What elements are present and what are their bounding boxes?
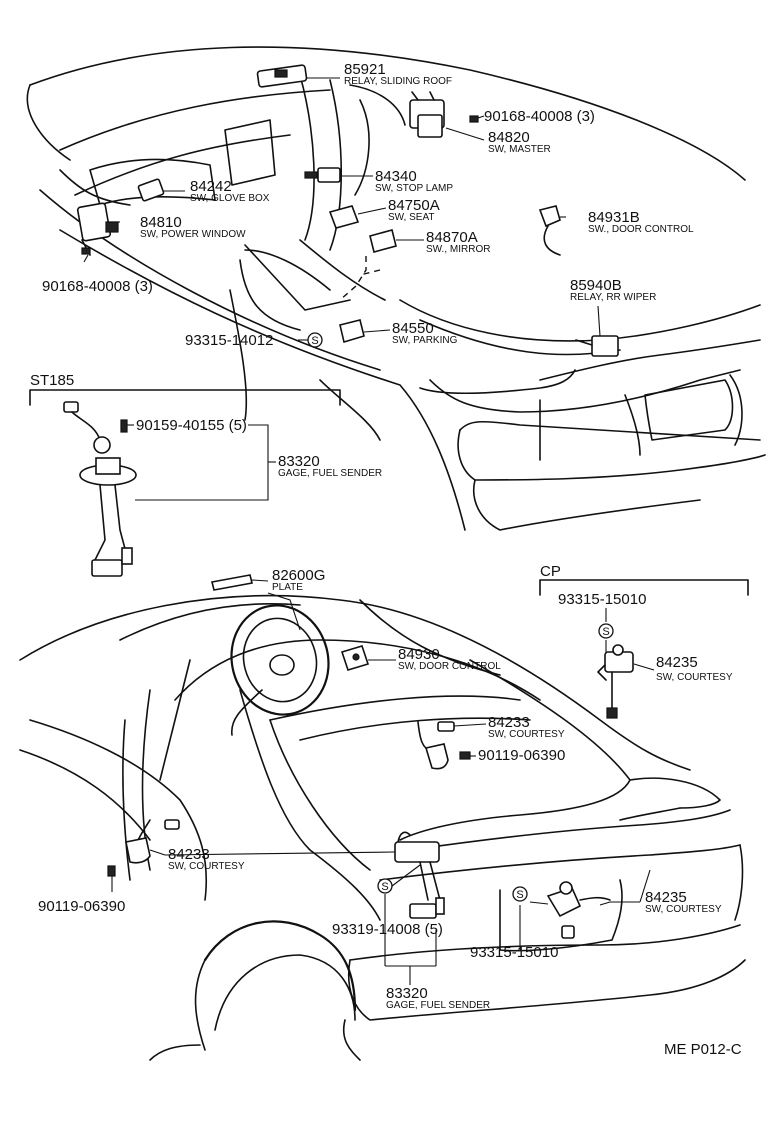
part-93319-number: 93319-14008 (5) bbox=[332, 921, 443, 938]
part-84820-name: SW, MASTER bbox=[488, 144, 551, 155]
part-93315-15010-a-number: 93315-15010 bbox=[558, 591, 646, 608]
part-84930-number: 84930 bbox=[398, 646, 440, 663]
part-83320-number: 83320 bbox=[278, 453, 320, 470]
cp-group bbox=[539, 579, 749, 719]
part-84242-number: 84242 bbox=[190, 178, 232, 195]
part-84235-b-number: 84235 bbox=[645, 889, 687, 906]
symbol-s-14012: S bbox=[307, 332, 323, 348]
part-84750A-number: 84750A bbox=[388, 197, 440, 214]
part-84870A-name: SW., MIRROR bbox=[426, 244, 490, 255]
part-84235-b-name: SW, COURTESY bbox=[645, 904, 722, 915]
bottom-car-drawing bbox=[19, 594, 746, 1061]
svg-text:S: S bbox=[381, 881, 388, 893]
top-leaders bbox=[83, 77, 601, 341]
top-part-shapes bbox=[76, 64, 619, 357]
part-90168-a-number: 90168-40008 (3) bbox=[484, 108, 595, 125]
part-84870A-number: 84870A bbox=[426, 229, 478, 246]
part-85940B-name: RELAY, RR WIPER bbox=[570, 292, 656, 303]
part-84810-name: SW, POWER WINDOW bbox=[140, 229, 246, 240]
symbol-s-cp: S bbox=[598, 623, 614, 639]
part-84931B-number: 84931B bbox=[588, 209, 640, 226]
svg-text:S: S bbox=[516, 889, 523, 901]
part-83320b-name: GAGE, FUEL SENDER bbox=[386, 1000, 490, 1011]
part-84930-name: SW, DOOR CONTROL bbox=[398, 661, 501, 672]
svg-text:S: S bbox=[311, 335, 318, 347]
footer-code: ME P012-C bbox=[664, 1041, 742, 1058]
part-90119-b-number: 90119-06390 bbox=[38, 898, 125, 915]
part-84233-b-number: 84233 bbox=[168, 846, 210, 863]
part-82600G-name: PLATE bbox=[272, 582, 303, 593]
symbol-s-15010: S bbox=[512, 886, 528, 902]
part-84810-number: 84810 bbox=[140, 214, 182, 231]
st185-group bbox=[29, 389, 341, 577]
part-83320-name: GAGE, FUEL SENDER bbox=[278, 468, 382, 479]
part-84931B-name: SW., DOOR CONTROL bbox=[588, 224, 694, 235]
svg-text:S: S bbox=[602, 626, 609, 638]
part-84340-name: SW, STOP LAMP bbox=[375, 183, 453, 194]
part-90159-number: 90159-40155 (5) bbox=[136, 417, 247, 434]
part-90168-b-number: 90168-40008 (3) bbox=[42, 278, 153, 295]
part-84340-number: 84340 bbox=[375, 168, 417, 185]
part-84750A-name: SW, SEAT bbox=[388, 212, 435, 223]
part-90119-a-number: 90119-06390 bbox=[478, 747, 565, 764]
part-85921-number: 85921 bbox=[344, 61, 386, 78]
section-label-st185: ST185 bbox=[30, 372, 74, 389]
part-84242-name: SW, GLOVE BOX bbox=[190, 193, 270, 204]
part-84550-number: 84550 bbox=[392, 320, 434, 337]
part-84233-b-name: SW, COURTESY bbox=[168, 861, 245, 872]
section-label-cp: CP bbox=[540, 563, 561, 580]
part-83320b-number: 83320 bbox=[386, 985, 428, 1002]
bottom-part-shapes bbox=[107, 574, 611, 939]
part-84820-number: 84820 bbox=[488, 129, 530, 146]
symbol-s-93319: S bbox=[377, 878, 393, 894]
part-84550-name: SW, PARKING bbox=[392, 335, 458, 346]
part-84233-a-number: 84233 bbox=[488, 714, 530, 731]
part-85940B-number: 85940B bbox=[570, 277, 622, 294]
part-84235-a-name: SW, COURTESY bbox=[656, 672, 733, 683]
part-82600G-number: 82600G bbox=[272, 567, 325, 584]
part-93315-15010-b-number: 93315-15010 bbox=[470, 944, 558, 961]
part-93315-14012-number: 93315-14012 bbox=[185, 332, 273, 349]
part-84233-a-name: SW, COURTESY bbox=[488, 729, 565, 740]
part-84235-a-number: 84235 bbox=[656, 654, 698, 671]
bottom-leaders bbox=[111, 579, 651, 985]
part-85921-name: RELAY, SLIDING ROOF bbox=[344, 76, 452, 87]
